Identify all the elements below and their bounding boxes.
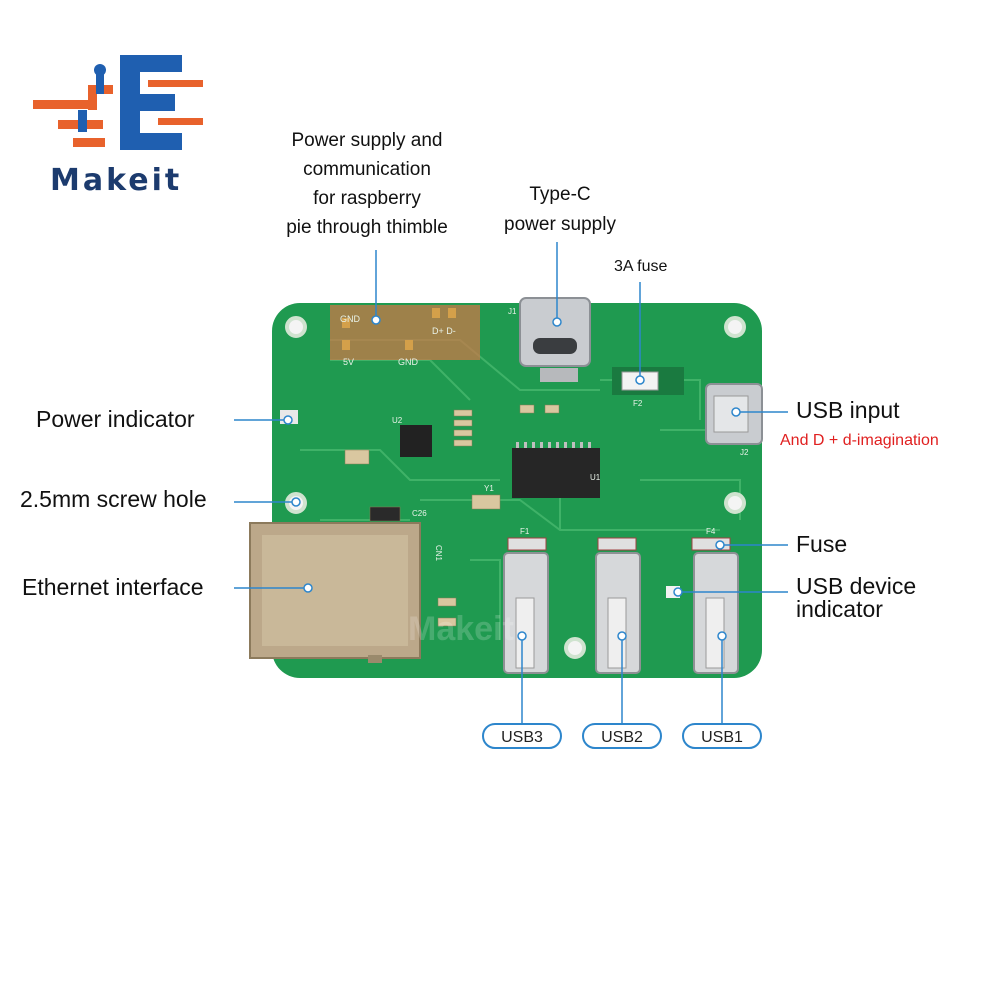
usb-port-1 [693, 552, 739, 674]
usb-input-label: USB input [796, 397, 900, 423]
silk-c26: C26 [412, 509, 427, 518]
usb2-pill: USB2 [582, 723, 662, 749]
thimble-label: Power supply and communication for raspb… [286, 130, 448, 238]
silk-f1: F1 [520, 527, 530, 536]
fuse-3a-label: 3A fuse [614, 258, 668, 275]
power-indicator-label: Power indicator [36, 406, 195, 432]
usb-device-indicator-label: USB device indicator [796, 573, 917, 622]
typec-label: Type-C power supply [504, 184, 616, 235]
board-watermark: Makeit [408, 610, 514, 648]
silk-u1: U1 [590, 473, 601, 482]
usb1-pill: USB1 [682, 723, 762, 749]
silk-y1: Y1 [484, 484, 494, 493]
silk-gnd-top: GND [340, 314, 361, 324]
screw-hole-label: 2.5mm screw hole [20, 486, 207, 512]
silk-d-pm: D+ D- [432, 326, 456, 336]
silk-f4: F4 [706, 527, 716, 536]
ethernet-label: Ethernet interface [22, 574, 204, 600]
silk-5v: 5V [343, 357, 354, 367]
fuse-label: Fuse [796, 531, 848, 557]
silk-u2: U2 [392, 416, 403, 425]
silk-gnd-bottom: GND [398, 357, 419, 367]
silk-f2: F2 [633, 399, 643, 408]
silk-j2: J2 [740, 448, 749, 457]
silk-j1: J1 [508, 307, 517, 316]
silk-cn1: CN1 [434, 545, 443, 562]
usb-input-note: And D + d-imagination [780, 432, 939, 449]
brand-name: Makeit [50, 163, 183, 198]
usb3-pill: USB3 [482, 723, 562, 749]
makeit-logo [28, 50, 208, 160]
